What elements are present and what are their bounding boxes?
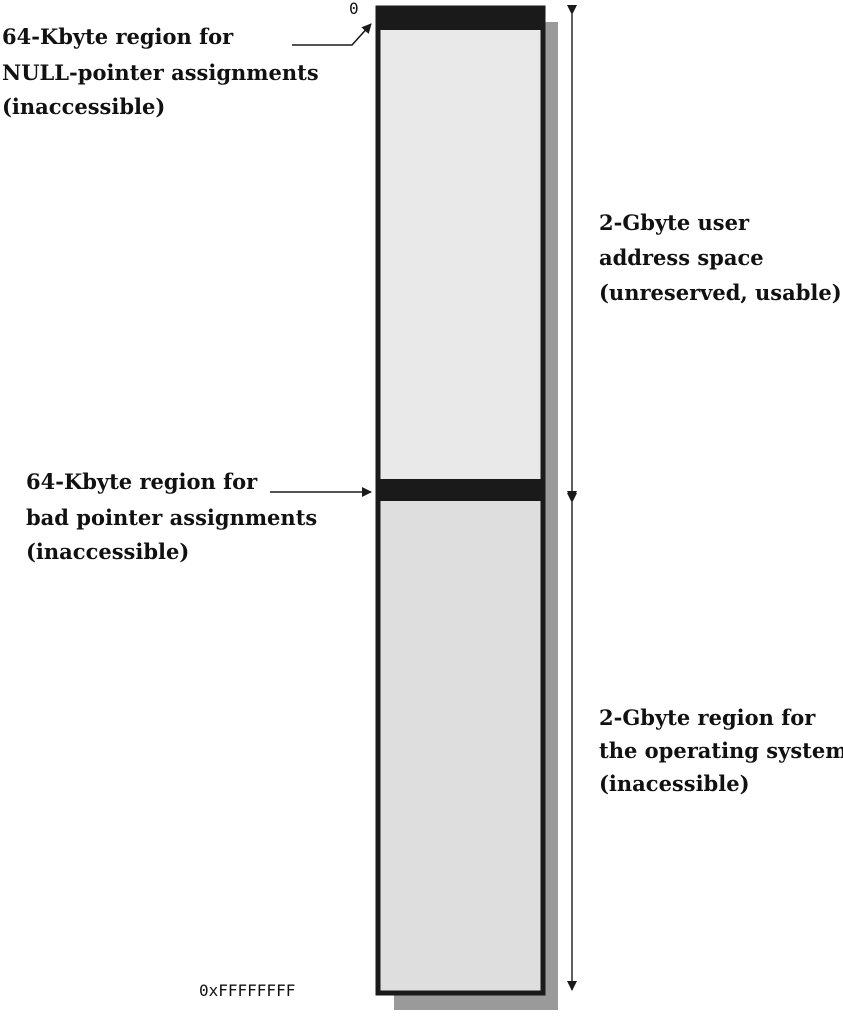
user-space-label-line2: address space	[599, 245, 764, 270]
null-region-label-line1: 64-Kbyte region for	[2, 24, 234, 49]
os-region-label-line1: 2-Gbyte region for	[599, 705, 816, 730]
null-region-label-line2: NULL-pointer assignments	[2, 60, 319, 85]
user-space-label-line3: (unreserved, usable)	[599, 280, 842, 305]
user-space-block	[378, 8, 543, 495]
os-region-label-line3: (inacessible)	[599, 771, 750, 796]
user-space-label-line1: 2-Gbyte user	[599, 210, 750, 235]
null-region-pointer-arrow	[292, 23, 372, 46]
null-pointer-guard-band	[376, 6, 545, 30]
os-region-block	[378, 495, 543, 993]
bad-pointer-label-line2: bad pointer assignments	[26, 505, 318, 530]
null-region-label-line3: (inaccessible)	[2, 94, 166, 119]
bad-pointer-label-line1: 64-Kbyte region for	[26, 469, 258, 494]
address-bottom-label: 0xFFFFFFFF	[199, 981, 296, 1000]
address-top-label: 0	[349, 0, 359, 18]
bad-pointer-guard-band	[376, 479, 545, 501]
bad-pointer-label-line3: (inaccessible)	[26, 539, 190, 564]
os-region-label-line2: the operating system	[599, 738, 843, 763]
